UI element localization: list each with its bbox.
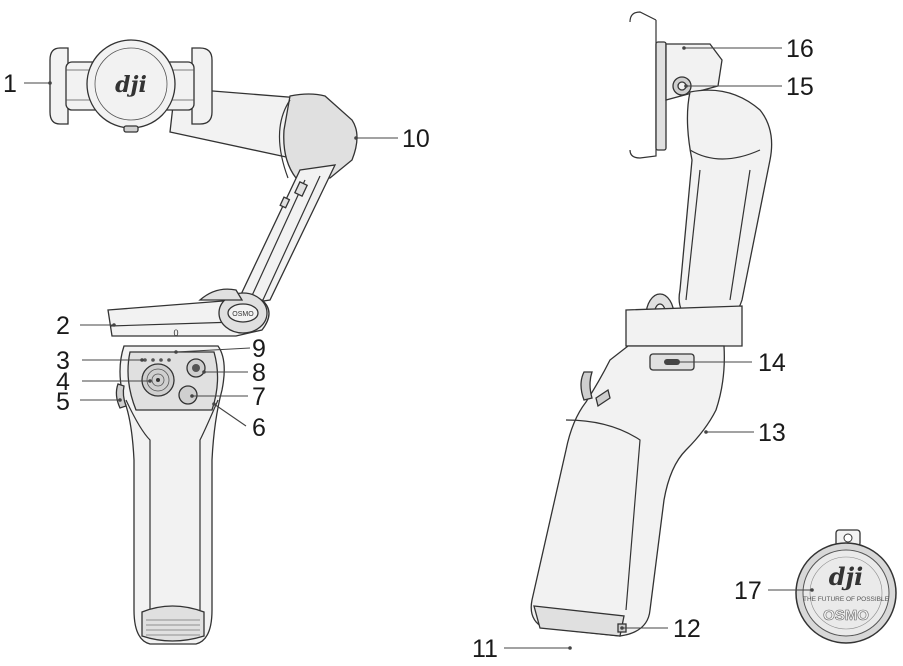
left-gimbal-front-view: dji OSMO 0	[49, 39, 358, 645]
battery-level-leds	[143, 358, 171, 362]
callout-1: 1	[3, 70, 17, 98]
callout-13: 13	[758, 419, 786, 447]
magnetic-phone-clamp: dji THE FUTURE OF POSSIBLE OSMO	[795, 529, 897, 644]
callout-17: 17	[734, 577, 762, 605]
svg-text:0: 0	[173, 328, 178, 338]
callout-5: 5	[56, 388, 70, 416]
m-button	[178, 385, 198, 405]
pan-motor: OSMO 0	[107, 288, 270, 338]
callout-14: 14	[758, 349, 786, 377]
callout-labels: 1 2 3 4 5 6 7 8 9 10 11 12 13 14 15 16 1…	[3, 35, 814, 663]
callout-8: 8	[252, 359, 266, 387]
clamp-brand-logo: dji	[115, 72, 147, 98]
handle-front	[115, 345, 225, 645]
callout-15: 15	[786, 73, 814, 101]
magnet-tagline: THE FUTURE OF POSSIBLE	[803, 596, 890, 603]
callout-6: 6	[252, 414, 266, 442]
callout-16: 16	[786, 35, 814, 63]
callout-3: 3	[56, 347, 70, 375]
zoom-wheel-icon	[115, 383, 127, 409]
leader-lines	[24, 46, 814, 650]
callout-10: 10	[402, 125, 430, 153]
callout-2: 2	[56, 312, 70, 340]
callout-12: 12	[673, 615, 701, 643]
joystick-icon	[141, 363, 175, 397]
callout-9: 9	[252, 335, 266, 363]
magnet-brand-logo: dji	[829, 562, 864, 591]
magnet-osmo-text: OSMO	[823, 607, 869, 624]
callout-4: 4	[56, 368, 70, 396]
callout-7: 7	[252, 383, 266, 411]
phone-clamp: dji	[49, 39, 213, 133]
right-gimbal-side-view	[530, 11, 773, 637]
callout-11: 11	[472, 635, 498, 663]
arm-badge-text: OSMO	[232, 311, 254, 318]
